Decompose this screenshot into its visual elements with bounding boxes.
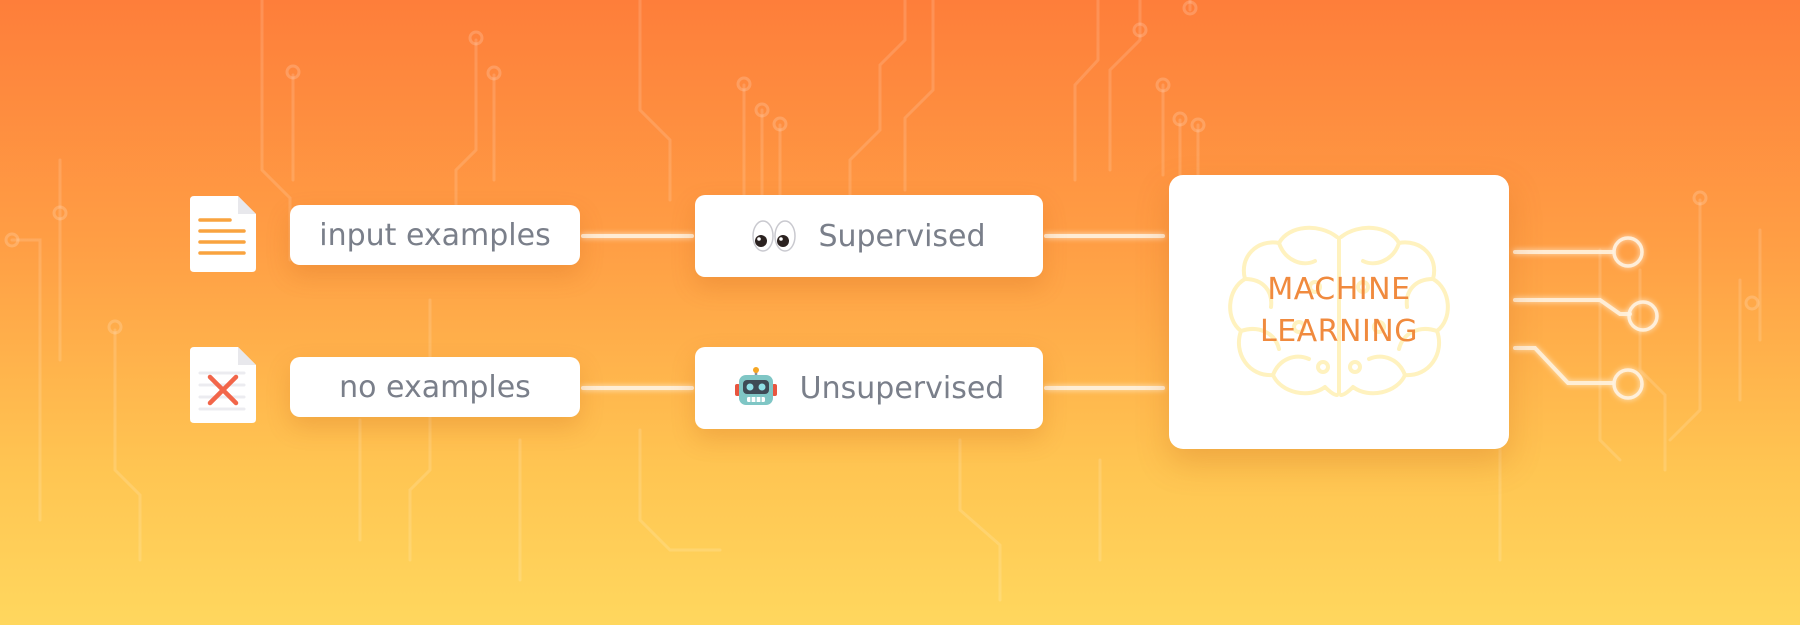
eyes-emoji-icon bbox=[752, 219, 797, 253]
machine-learning-title: MACHINE LEARNING bbox=[1169, 269, 1509, 353]
output-node-2 bbox=[1627, 300, 1659, 332]
supervised-pill: Supervised bbox=[695, 195, 1043, 277]
brain-icon bbox=[1228, 225, 1450, 397]
machine-learning-line1: MACHINE bbox=[1267, 272, 1411, 307]
supervised-label: Supervised bbox=[818, 218, 986, 254]
input-examples-label: input examples bbox=[319, 217, 551, 253]
output-line-2 bbox=[1513, 298, 1632, 316]
output-node-3 bbox=[1612, 368, 1644, 400]
output-node-1 bbox=[1612, 236, 1644, 268]
output-line-3 bbox=[1513, 346, 1614, 385]
machine-learning-box: MACHINE LEARNING bbox=[1169, 175, 1509, 449]
unsupervised-pill: Unsupervised bbox=[695, 347, 1043, 429]
machine-learning-line2: LEARNING bbox=[1259, 314, 1418, 349]
no-examples-pill: no examples bbox=[290, 357, 580, 417]
unsupervised-label: Unsupervised bbox=[799, 370, 1005, 406]
document-lines-icon bbox=[190, 196, 256, 272]
robot-emoji-icon bbox=[734, 366, 778, 410]
no-examples-label: no examples bbox=[339, 369, 531, 405]
document-x-icon bbox=[190, 347, 256, 423]
input-examples-pill: input examples bbox=[290, 205, 580, 265]
